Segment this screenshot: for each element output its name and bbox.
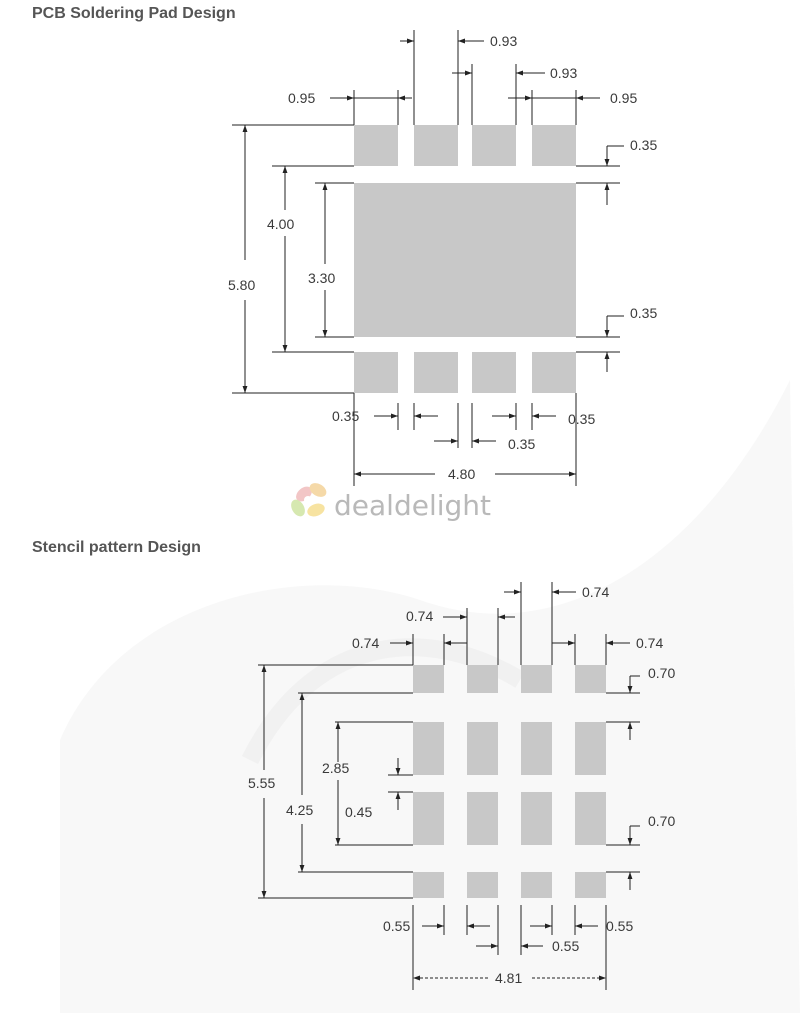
dim-label: 0.35: [630, 305, 657, 321]
stencil-aperture: [575, 872, 606, 898]
stencil-footprint: [258, 582, 640, 990]
pcb-footprint: [232, 30, 624, 486]
dim-label: 0.95: [288, 90, 315, 106]
dim-label: 0.55: [552, 938, 579, 954]
pcb-pad: [414, 125, 458, 166]
stencil-aperture: [467, 665, 498, 693]
petal-flower-icon: [291, 483, 327, 517]
dim-label: 0.35: [508, 436, 535, 452]
pcb-pad: [354, 125, 398, 166]
dim-label: 0.74: [636, 635, 663, 651]
stencil-aperture: [413, 872, 444, 898]
dim-label: 5.55: [248, 775, 275, 791]
stencil-aperture: [521, 872, 552, 898]
stencil-aperture: [467, 872, 498, 898]
stencil-aperture: [413, 665, 444, 693]
dim-label: 4.80: [448, 466, 475, 482]
stencil-aperture: [413, 722, 444, 775]
pcb-pad: [532, 352, 576, 393]
stencil-aperture: [521, 792, 552, 845]
pcb-section-title: PCB Soldering Pad Design: [32, 5, 236, 22]
pcb-pad: [532, 125, 576, 166]
dim-label: 0.70: [648, 813, 675, 829]
dim-label: 0.35: [630, 137, 657, 153]
dim-label: 0.55: [606, 918, 633, 934]
dim-label: 4.81: [495, 970, 522, 986]
stencil-section-title: Stencil pattern Design: [32, 539, 201, 556]
dim-label: 2.85: [322, 760, 349, 776]
dim-label: 0.93: [490, 33, 517, 49]
watermark: [60, 380, 800, 1013]
pcb-pad: [354, 352, 398, 393]
stencil-aperture: [521, 665, 552, 693]
stencil-dimension-labels: 0.74 0.74 0.74 0.74 0.70 0.70 5.55 4.25 …: [248, 584, 675, 986]
dim-label: 0.70: [648, 665, 675, 681]
stencil-aperture: [575, 722, 606, 775]
stencil-aperture: [575, 792, 606, 845]
pcb-dimension-labels: 0.93 0.93 0.95 0.95 0.35 0.35 4.00 3.30 …: [228, 33, 657, 482]
dim-label: 5.80: [228, 277, 255, 293]
dim-label: 3.30: [308, 270, 335, 286]
stencil-aperture: [413, 792, 444, 845]
dim-label: 0.35: [332, 408, 359, 424]
dim-label: 0.93: [550, 65, 577, 81]
dim-label: 0.55: [383, 918, 410, 934]
dim-label: 0.74: [582, 584, 609, 600]
dim-label: 0.95: [610, 90, 637, 106]
dim-label: 0.35: [568, 411, 595, 427]
stencil-aperture: [521, 722, 552, 775]
dim-label: 0.45: [345, 804, 372, 820]
pcb-pad: [472, 352, 516, 393]
dim-label: 4.25: [286, 802, 313, 818]
dealdelight-logo: dealdelight: [291, 483, 491, 522]
logo-text: dealdelight: [334, 489, 491, 522]
dim-label: 0.74: [406, 608, 433, 624]
pcb-pad: [472, 125, 516, 166]
pcb-thermal-pad: [354, 183, 576, 337]
stencil-aperture: [467, 722, 498, 775]
dim-label: 0.74: [352, 635, 379, 651]
dim-label: 4.00: [267, 216, 294, 232]
stencil-aperture: [575, 665, 606, 693]
pcb-pad: [414, 352, 458, 393]
stencil-aperture: [467, 792, 498, 845]
